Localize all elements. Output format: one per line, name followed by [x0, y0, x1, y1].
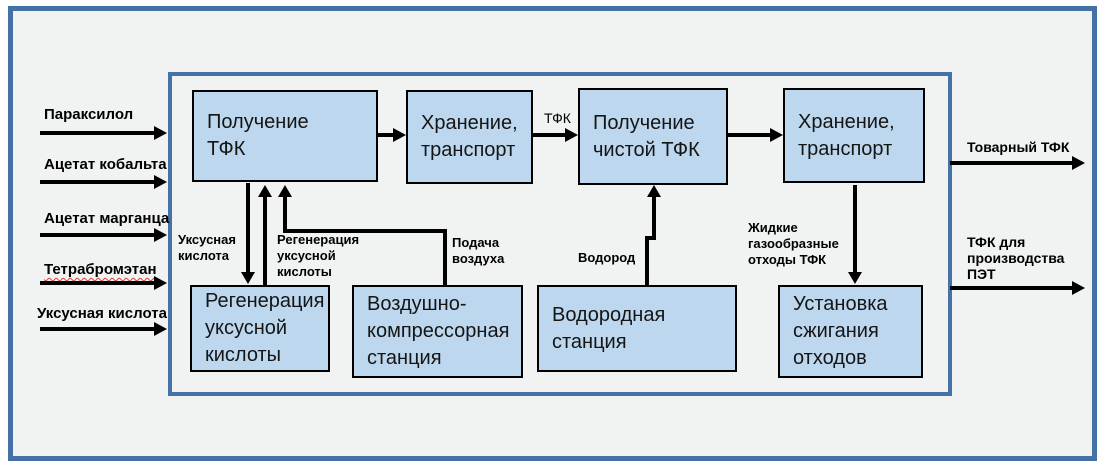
flow-label-acetic-acid-down: Уксусная кислота — [178, 232, 236, 263]
input-arrow-paraxylene — [40, 126, 167, 140]
box-storage-transport-2: Хранение, транспорт — [783, 88, 925, 183]
arrow-hydrogen-jog — [645, 236, 656, 240]
output-arrow-tfk-for-pet — [950, 281, 1085, 295]
flow-label-tfk: ТФК — [544, 110, 571, 126]
input-label-acetic-acid: Уксусная кислота — [37, 305, 167, 322]
arrow-regenerated-acid-up — [258, 185, 272, 285]
arrow-air-supply-vertical — [443, 229, 447, 285]
output-label-tfk-for-pet: ТФК для производства ПЭТ — [967, 234, 1065, 282]
box-hydrogen-station: Водородная станция — [537, 285, 737, 372]
output-arrow-commercial-tfk — [950, 156, 1085, 170]
input-label-paraxylene: Параксилол — [44, 106, 134, 123]
box-tfk-production: Получение ТФК — [192, 90, 378, 182]
box-storage-transport-2-label: Хранение, транспорт — [798, 110, 895, 160]
input-arrow-cobalt-acetate — [40, 175, 167, 189]
flow-label-acetic-acid-regen: Регенерация уксусной кислоты — [277, 232, 360, 279]
box-air-compressor-station-label: Воздушно- компрессорная станция — [367, 293, 510, 369]
input-label-cobalt-acetate: Ацетат кобальта — [44, 156, 167, 173]
arrow-acetic-acid-down — [241, 183, 255, 284]
arrow-tfk-to-storage1 — [378, 128, 406, 142]
arrow-hydrogen-lower — [645, 236, 649, 285]
flow-label-liquid-waste: Жидкие газообразные отходы ТФК — [748, 220, 839, 267]
box-pure-tfk-production: Получение чистой ТФК — [578, 88, 728, 185]
input-arrow-acetic-acid — [40, 322, 167, 336]
box-waste-incineration-label: Установка сжигания отходов — [793, 293, 888, 369]
box-storage-transport-1: Хранение, транспорт — [406, 90, 533, 184]
arrow-hydrogen-upper — [647, 185, 661, 240]
outer-frame — [8, 6, 1097, 461]
input-label-manganese-acetate: Ацетат марганца — [44, 210, 170, 227]
box-acid-regeneration: Регенерация уксусной кислоты — [190, 285, 330, 372]
arrow-air-supply-horizontal — [283, 229, 447, 233]
input-arrow-tetrabromoethane — [40, 276, 167, 290]
input-arrow-manganese-acetate — [40, 228, 167, 242]
box-tfk-production-label: Получение ТФК — [207, 111, 309, 160]
flow-label-hydrogen: Водород — [578, 250, 636, 265]
flow-label-air-supply: Подача воздуха — [452, 235, 505, 266]
output-label-commercial-tfk: Товарный ТФК — [967, 139, 1070, 155]
box-hydrogen-station-label: Водородная станция — [552, 303, 666, 353]
box-pure-tfk-production-label: Получение чистой ТФК — [593, 111, 700, 161]
plant-boundary-frame — [168, 72, 952, 396]
box-storage-transport-1-label: Хранение, транспорт — [421, 112, 518, 161]
arrow-pure-tfk-to-storage2 — [728, 128, 783, 142]
input-label-tetrabromoethane: Тетрабромэтан — [44, 261, 157, 278]
arrow-air-supply-head — [278, 185, 292, 233]
arrow-liquid-waste-down — [848, 185, 862, 284]
arrow-storage1-to-pure-tfk — [533, 128, 578, 142]
box-acid-regeneration-label: Регенерация уксусной кислоты — [205, 290, 325, 366]
box-waste-incineration: Установка сжигания отходов — [778, 285, 923, 378]
box-air-compressor-station: Воздушно- компрессорная станция — [352, 285, 523, 378]
